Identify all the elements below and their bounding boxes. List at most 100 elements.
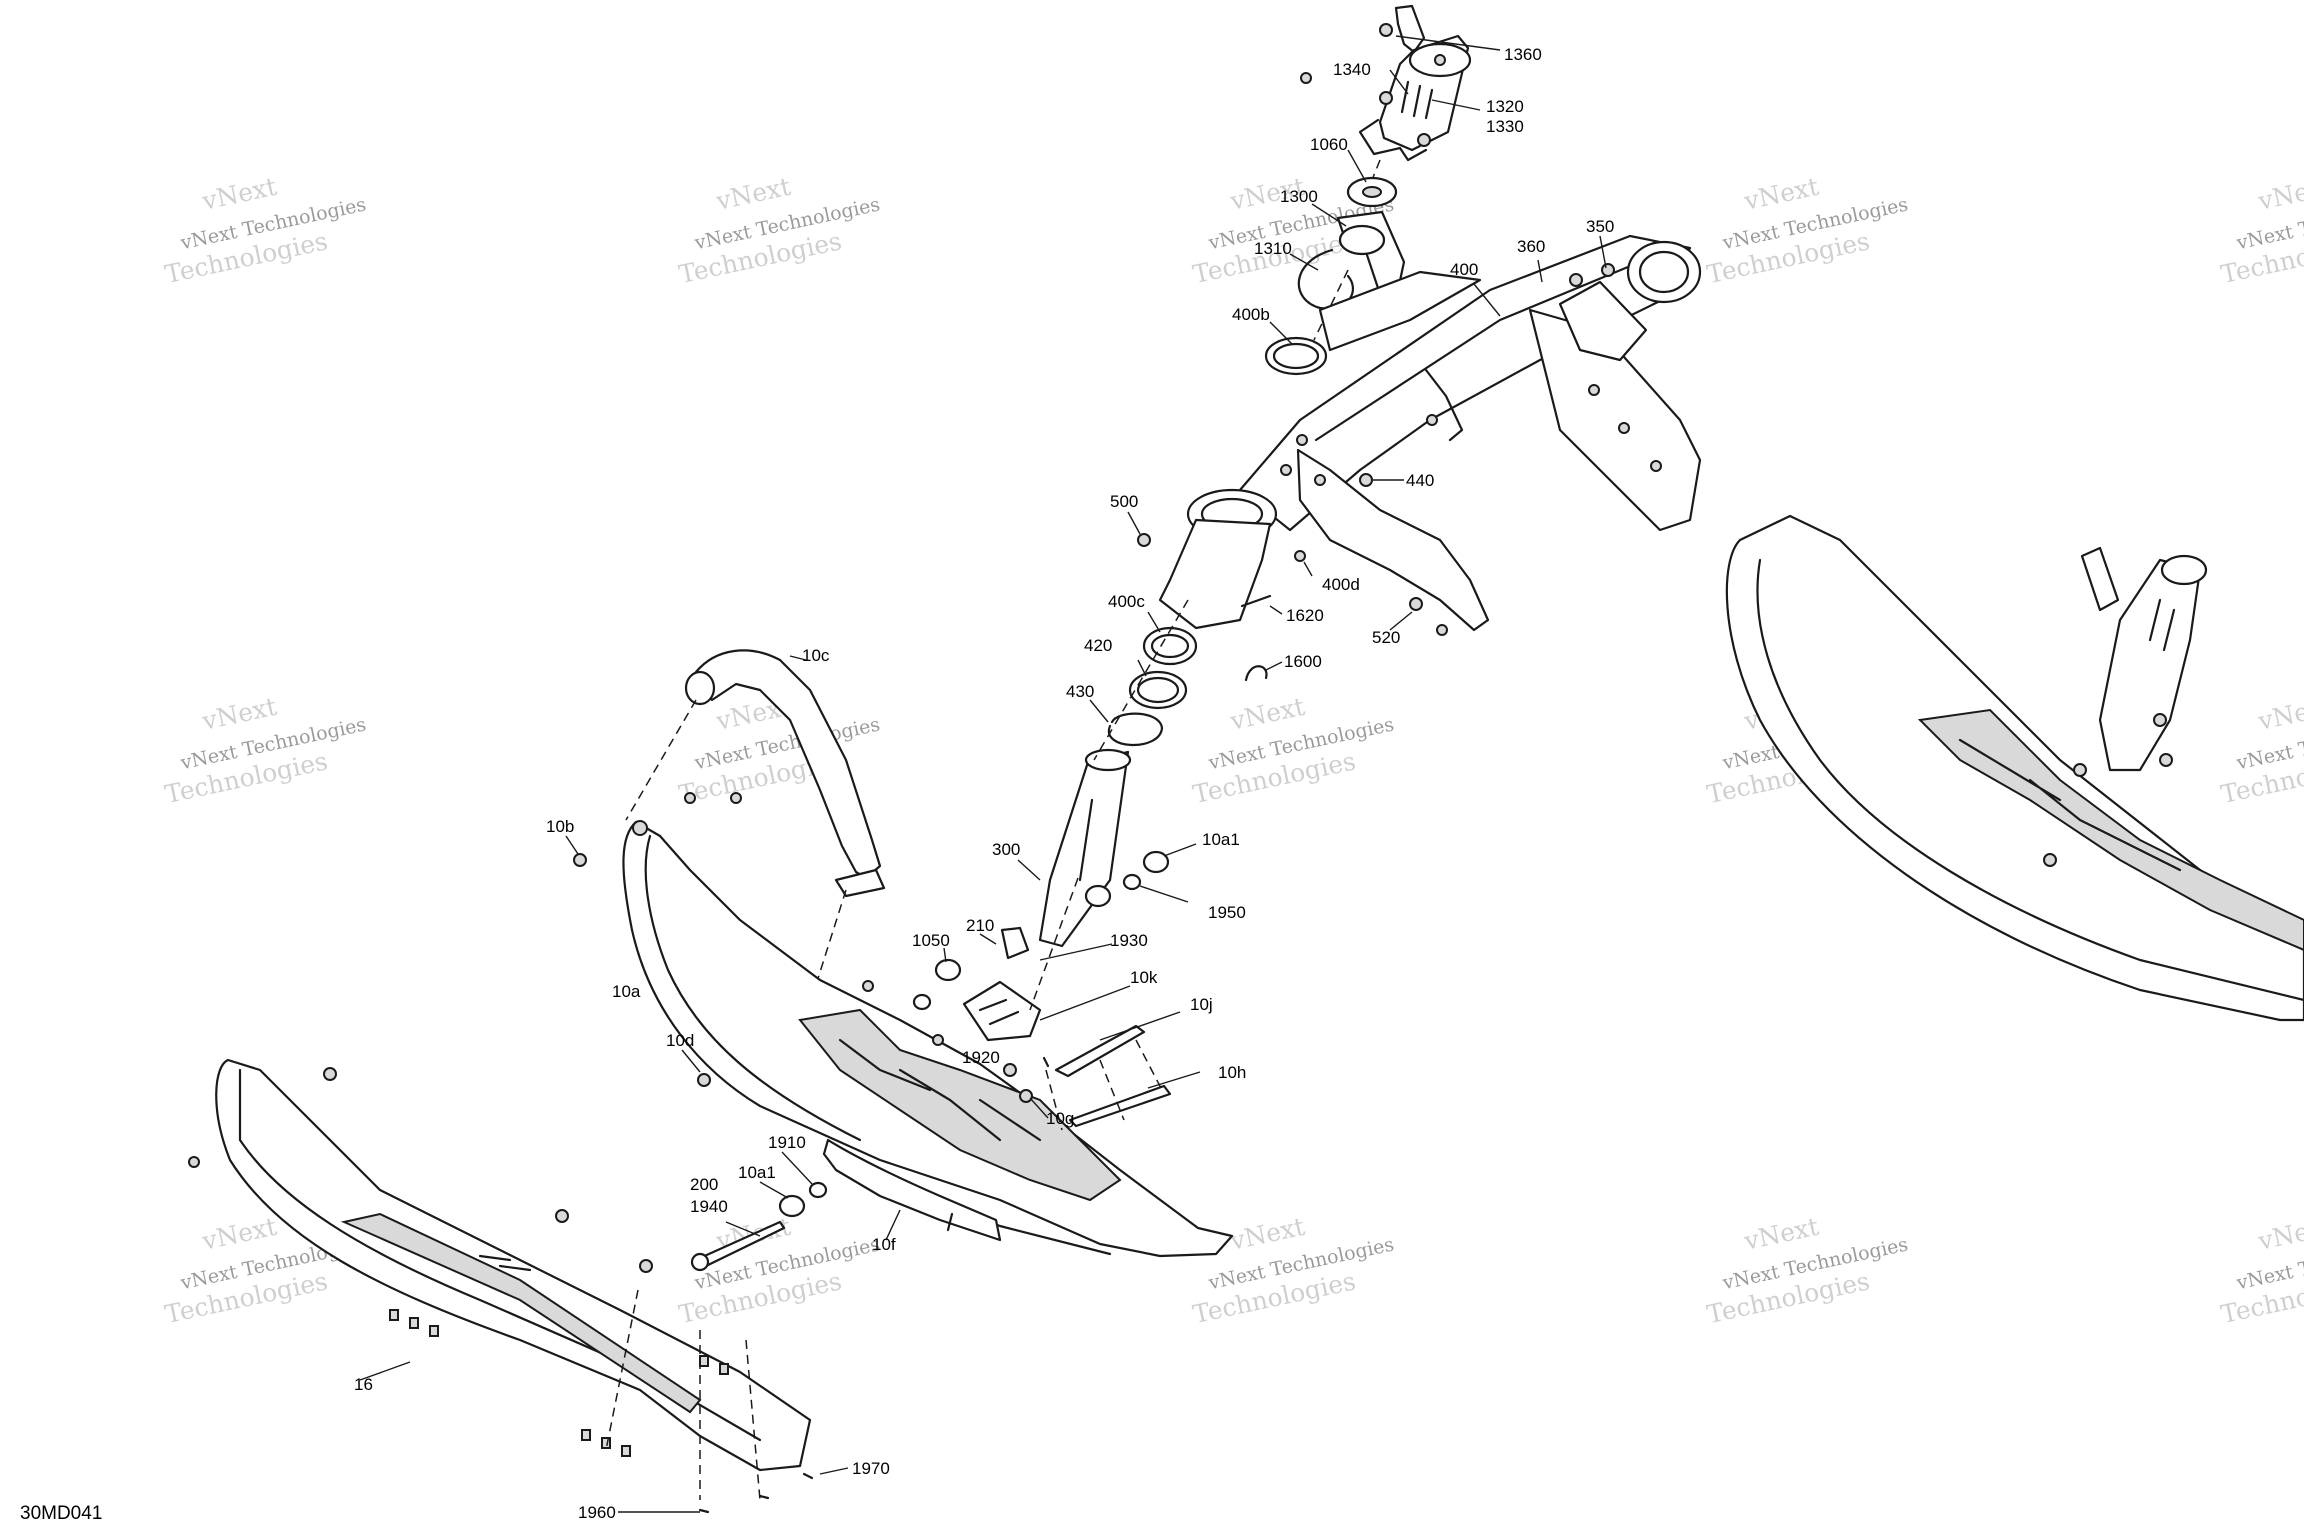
callout-1050: 1050 [912,931,950,950]
watermark-overlay-text: vNext [1741,172,1821,216]
callout-1940: 1940 [690,1197,728,1216]
watermark-overlay-text: vNext [2255,692,2304,736]
callout-400d: 400d [1322,575,1360,594]
callout-360: 360 [1517,237,1545,256]
watermark-overlay-text: vNext [1227,692,1307,736]
callout-300: 300 [992,840,1020,859]
callout-10g: 10g [1046,1109,1074,1128]
callout-1620: 1620 [1286,606,1324,625]
callout-1320: 1320 [1486,97,1524,116]
clip-1600 [1244,665,1268,682]
callout-10a1-top: 10a1 [1202,830,1240,849]
steering-arm-400 [1137,234,1702,682]
callout-210: 210 [966,916,994,935]
callout-1060: 1060 [1310,135,1348,154]
spindle-assembly [912,599,1198,1042]
bolt-360 [1569,273,1583,287]
screw-1340 [1300,72,1312,84]
plate-10h [1068,1084,1172,1128]
callout-10h: 10h [1218,1063,1246,1082]
callout-10j: 10j [1190,995,1213,1014]
washer-1910 [808,1181,828,1199]
callout-200: 200 [690,1175,718,1194]
shock-top-mount [1300,4,1472,181]
callout-1970: 1970 [852,1459,890,1478]
callout-400b: 400b [1232,305,1270,324]
callout-10k: 10k [1130,968,1158,987]
callout-10b: 10b [546,817,574,836]
ski-10a [622,820,1234,1258]
callout-400c: 400c [1108,592,1145,611]
nut-1360 [1379,23,1393,37]
watermark-overlay-text: vNext [199,1212,279,1256]
bolt-350 [1601,263,1615,277]
callout-350: 350 [1586,217,1614,236]
callout-labels: 1360 1340 1320 1330 1060 1300 1310 400b … [354,45,1614,1522]
callout-16: 16 [354,1375,373,1394]
watermark-overlay-text: vNext [199,692,279,736]
callout-1930: 1930 [1110,931,1148,950]
watermark-overlay-text: vNext [199,172,279,216]
bushing-1050 [934,958,962,982]
callout-1950: 1950 [1208,903,1246,922]
callout-10a1-bottom: 10a1 [738,1163,776,1182]
damper-1930 [962,980,1042,1042]
pin-210 [1000,926,1030,960]
callout-500: 500 [1110,492,1138,511]
plate-10j [1054,1024,1146,1078]
leader-lines [359,35,1607,1513]
nut-440 [1359,473,1373,487]
callout-10d: 10d [666,1031,694,1050]
nut-10g [1019,1089,1033,1103]
callout-1600: 1600 [1284,652,1322,671]
ring-430 [1107,712,1164,747]
screw-1960 [698,1508,710,1514]
diagram-code-label: 30MD041 [20,1503,102,1524]
callout-1910: 1910 [768,1133,806,1152]
callout-440: 440 [1406,471,1434,490]
watermark-overlay-text: vNext [713,172,793,216]
washer-1950 [1122,873,1142,891]
callout-520: 520 [1372,628,1400,647]
ski-skin-16 [188,1058,814,1514]
bolt-500 [1137,533,1151,547]
callout-10f: 10f [872,1235,896,1254]
ring-400c [1142,626,1198,666]
runner-10f [822,1138,1002,1242]
callout-1360: 1360 [1504,45,1542,64]
second-ski-assembly [1725,514,2304,1022]
screw-10d [697,1073,711,1087]
watermark-overlay-text: vNext [2255,1212,2304,1256]
bushing-10a1 [1142,850,1170,874]
screw-400d [1294,550,1306,562]
callout-430: 430 [1066,682,1094,701]
callout-1920: 1920 [962,1048,1000,1067]
callout-1960: 1960 [578,1503,616,1522]
ski-handle-10c [573,649,886,1011]
watermark-overlay-text: vNext [2255,172,2304,216]
screw-1970 [802,1472,814,1480]
callout-1310: 1310 [1254,239,1292,258]
callout-400: 400 [1450,260,1478,279]
callout-10c: 10c [802,646,830,665]
callout-1330: 1330 [1486,117,1524,136]
pin-1620 [1240,594,1272,608]
nut-1920 [1003,1063,1017,1077]
clip-1310 [1297,248,1354,310]
watermark-overlay-text: vNext [1741,1212,1821,1256]
callout-420: 420 [1084,636,1112,655]
bushing-10a1-lower [778,1194,806,1218]
callout-1300: 1300 [1280,187,1318,206]
callout-1340: 1340 [1333,60,1371,79]
